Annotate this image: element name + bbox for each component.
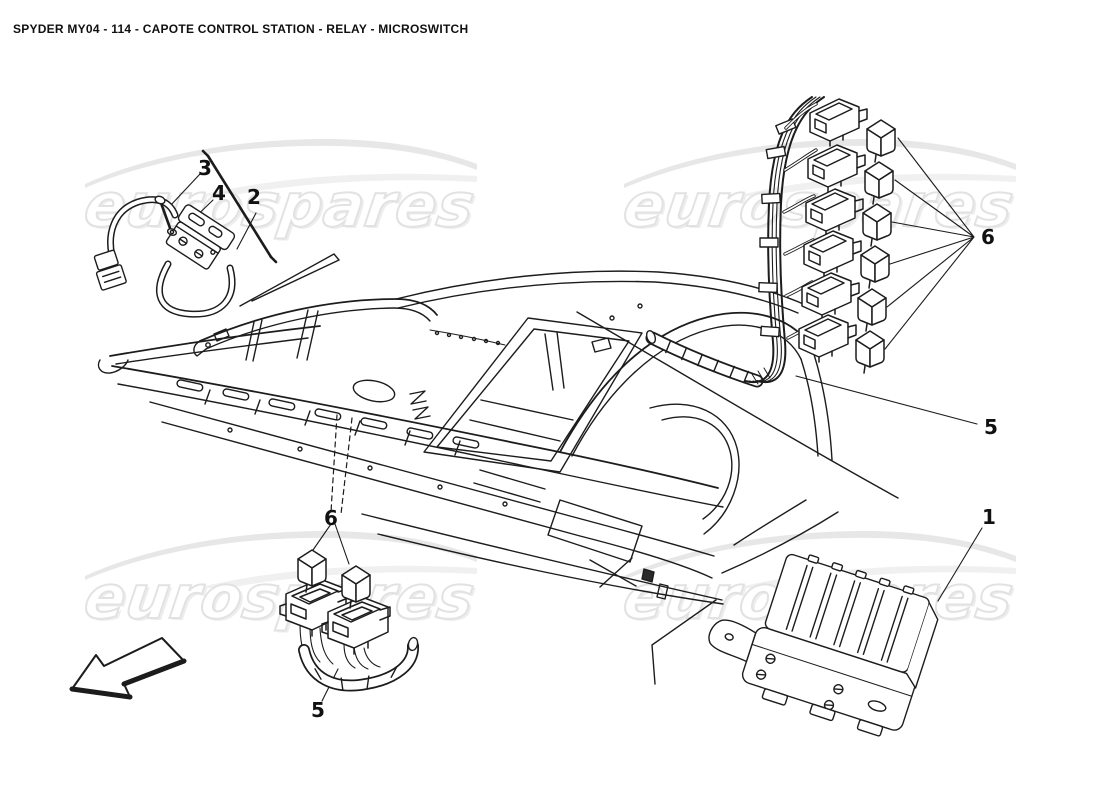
relay-pair-assembly: [279, 549, 419, 692]
diagram-title: SPYDER MY04 - 114 - CAPOTE CONTROL STATI…: [13, 22, 469, 36]
direction-arrow-icon: [69, 637, 187, 700]
control-unit: [708, 553, 939, 737]
relay-pair-harness: [298, 636, 419, 692]
relay-sockets-bottom: [279, 578, 391, 655]
callout-6-right: 6: [981, 225, 995, 249]
relay-connector-stack: [798, 98, 868, 363]
callout-4: 4: [212, 181, 226, 205]
callout-1: 1: [982, 505, 996, 529]
harness-branches: [782, 102, 818, 340]
relay-cubes-right: [855, 119, 896, 374]
callout-5-right: 5: [984, 415, 998, 439]
callout-2: 2: [247, 185, 261, 209]
microswitch-cable: [107, 196, 236, 318]
callout-3: 3: [198, 156, 212, 180]
microswitch-assembly: [93, 195, 236, 318]
harness-corrugated-tube: [645, 330, 771, 388]
screw-bolt: [154, 195, 178, 236]
microswitch-body: [165, 204, 236, 270]
callout-5-bottom: 5: [311, 698, 325, 722]
callout-leader-lines: [169, 137, 983, 702]
cable-connector: [93, 249, 127, 291]
relay-harness-right: [645, 96, 896, 388]
capote-frame-art: [97, 253, 899, 685]
callout-6-bottom: 6: [324, 506, 338, 530]
